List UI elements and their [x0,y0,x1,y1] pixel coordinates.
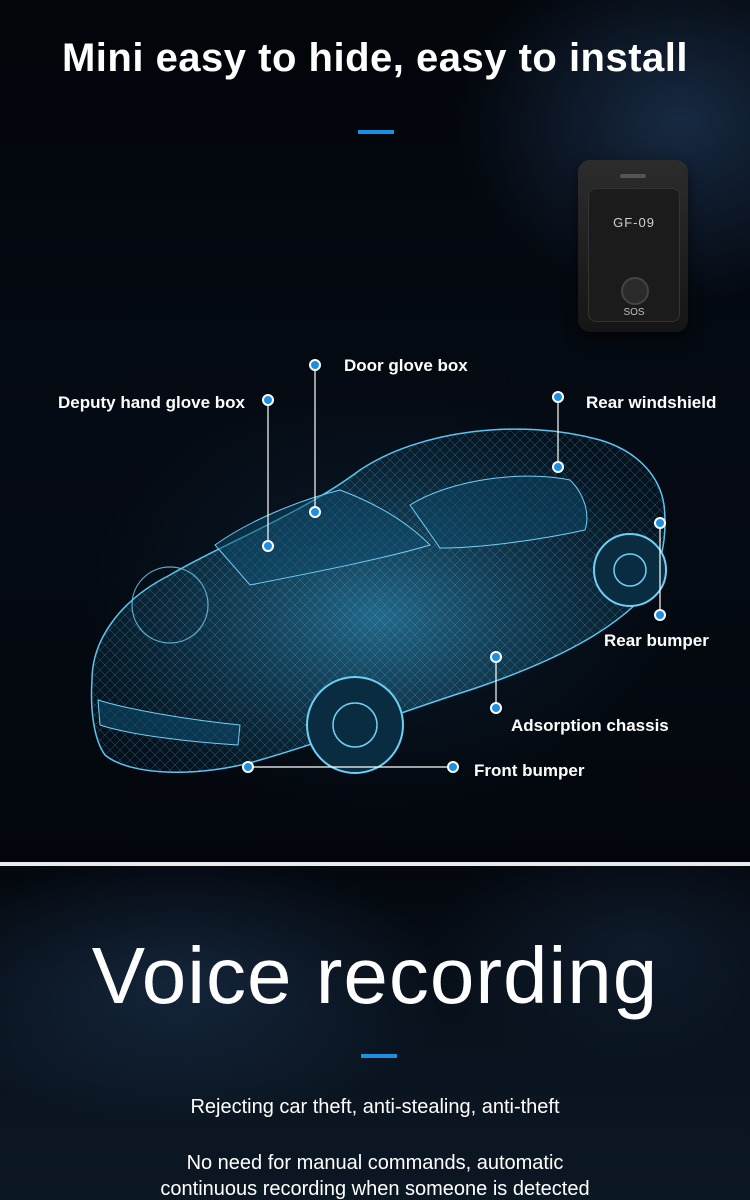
front-bumper-marker [447,761,459,773]
door-glove-box-point [309,506,321,518]
callout-front-bumper: Front bumper [474,761,585,780]
device-face: GF-09 SOS [588,188,680,322]
section-divider [0,862,750,866]
adsorption-chassis-point [490,651,502,663]
voice-description-line2: continuous recording when someone is det… [160,1178,590,1200]
car-grille [97,699,241,746]
voice-description-line1: No need for manual commands, automatic [186,1152,564,1174]
device-slot [620,174,646,178]
front-bumper-point [242,761,254,773]
voice-recording-section: Voice recording Rejecting car theft, ant… [0,866,750,1200]
car-windshield [214,489,431,586]
voice-tagline: Rejecting car theft, anti-stealing, anti… [190,1096,560,1118]
callout-adsorption-chassis: Adsorption chassis [511,716,669,735]
rear-windshield-point [552,461,564,473]
gps-tracker-device-image: GF-09 SOS [578,160,688,332]
sos-button-icon [621,277,649,305]
title-accent-bar [358,130,394,134]
front-wheel [306,676,404,774]
rear-bumper-point [654,517,666,529]
deputy-glove-box-marker [262,394,274,406]
device-model-label: GF-09 [613,215,655,230]
car-side-window [409,475,588,549]
callout-rear-bumper: Rear bumper [604,631,709,650]
door-glove-box-marker [309,359,321,371]
voice-accent-bar [361,1054,397,1058]
rear-windshield-marker [552,391,564,403]
callout-rear-windshield: Rear windshield [586,393,717,412]
callout-door-glove-box: Door glove box [344,356,468,375]
callout-deputy-hand-glove-box: Deputy hand glove box [58,393,246,412]
engine-detail [131,566,209,644]
device-sos-label: SOS [623,307,645,318]
voice-recording-title: Voice recording [91,931,659,1020]
adsorption-chassis-marker [490,702,502,714]
install-section: Mini easy to hide, easy to install GF-09… [0,0,750,862]
car-wireframe-illustration [90,359,667,774]
rear-wheel [593,533,667,607]
deputy-glove-box-point [262,540,274,552]
rear-bumper-marker [654,609,666,621]
section-title: Mini easy to hide, easy to install [61,36,689,80]
